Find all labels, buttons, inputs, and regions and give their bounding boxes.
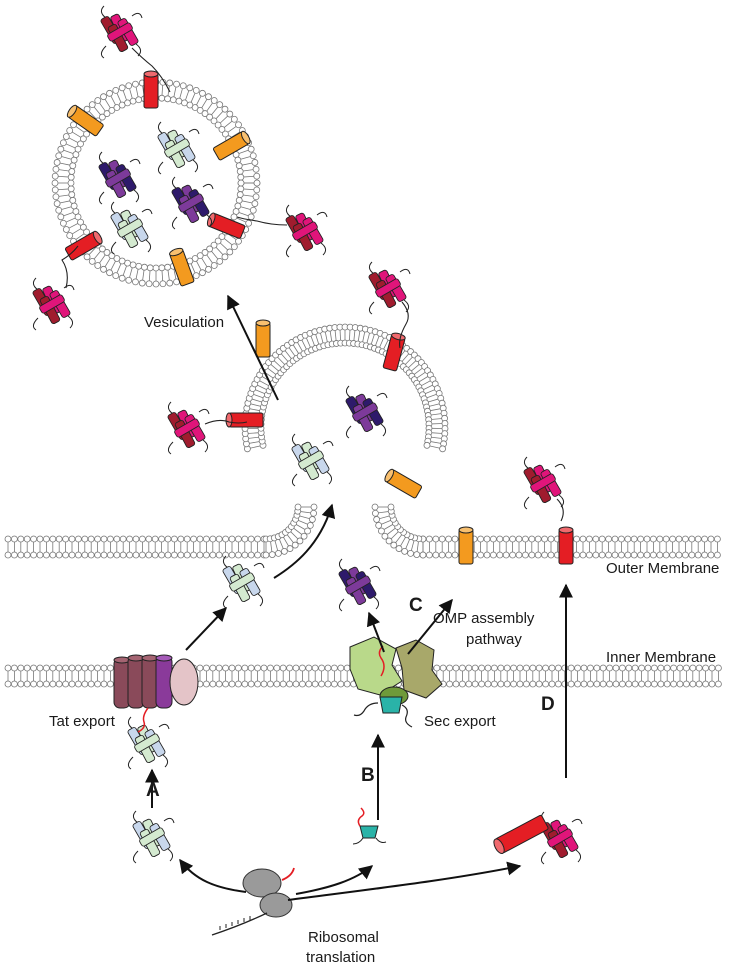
label-outer-membrane: Outer Membrane — [606, 560, 719, 577]
omp-cylinder — [225, 412, 264, 428]
label-pathway-b: B — [361, 765, 375, 786]
periplasmic-protein — [110, 201, 153, 255]
periplasmic-protein — [291, 433, 334, 487]
arrow-ribosome-to-sec — [295, 865, 374, 895]
tethered-protein — [32, 245, 79, 331]
omp-cylinder — [255, 319, 271, 358]
inner-membrane — [4, 664, 722, 688]
labels: Vesiculation Outer Membrane Inner Membra… — [49, 314, 719, 966]
tat-translocon — [113, 654, 199, 733]
label-tat-export: Tat export — [49, 713, 116, 730]
arrow-omp-assembly — [407, 598, 453, 655]
sec-substrate-unfolded — [352, 807, 387, 845]
periplasmic-protein — [157, 121, 200, 175]
tat-substrate-protein — [127, 716, 170, 770]
mrna-ticks — [219, 916, 251, 930]
outer-membrane-proteins — [65, 70, 574, 565]
label-pathway-a: A — [146, 780, 160, 801]
label-sec-export: Sec export — [424, 713, 497, 730]
label-pathway-d: D — [541, 694, 555, 715]
label-omp-pathway: pathway — [466, 631, 522, 648]
label-inner-membrane: Inner Membrane — [606, 649, 716, 666]
outer-membrane-neck-left — [262, 503, 318, 559]
label-omp-assembly: OMP assembly — [433, 610, 535, 627]
tat-substrate-protein — [132, 810, 175, 864]
label-ribosomal: Ribosomal — [308, 929, 379, 946]
tethered-protein — [167, 401, 248, 455]
label-vesiculation: Vesiculation — [144, 314, 224, 331]
tethered-protein — [100, 5, 171, 93]
omp-cylinder — [66, 104, 104, 137]
omp-cylinder — [384, 468, 422, 499]
periplasmic-protein — [338, 558, 381, 612]
ribosome — [211, 867, 295, 936]
omp-cylinder — [558, 526, 574, 565]
tethered-protein — [523, 456, 566, 522]
protein-glyphs — [32, 5, 583, 865]
arrows — [145, 294, 573, 901]
omp-substrate-protein — [540, 811, 583, 865]
outer-membrane-neck-right — [371, 503, 427, 559]
periplasmic-protein — [171, 176, 214, 230]
arrow-tat-to-periplasm — [185, 606, 227, 651]
tethered-protein — [236, 204, 328, 258]
arrow-periplasm-to-bud — [273, 503, 336, 579]
outer-membrane-left — [4, 535, 268, 559]
arrow-sec-to-periplasm — [366, 611, 385, 653]
omp-cylinder — [213, 130, 251, 161]
periplasmic-protein — [98, 151, 141, 205]
arrow-vesiculation — [227, 294, 279, 401]
omp-cylinder — [458, 526, 474, 565]
tethered-protein — [368, 261, 411, 349]
omp-substrate-cylinder — [493, 814, 549, 855]
label-pathway-c: C — [409, 595, 423, 616]
omp-cylinder — [65, 230, 103, 261]
label-translation: translation — [306, 949, 375, 966]
arrow-ribosome-to-tat — [179, 858, 247, 893]
periplasmic-protein — [222, 555, 265, 609]
periplasmic-protein — [345, 385, 388, 439]
omp-cylinder — [143, 70, 159, 109]
omp-cylinder — [169, 247, 195, 287]
arrow-ribosome-to-omp — [287, 861, 522, 901]
sec-translocon — [349, 636, 443, 728]
